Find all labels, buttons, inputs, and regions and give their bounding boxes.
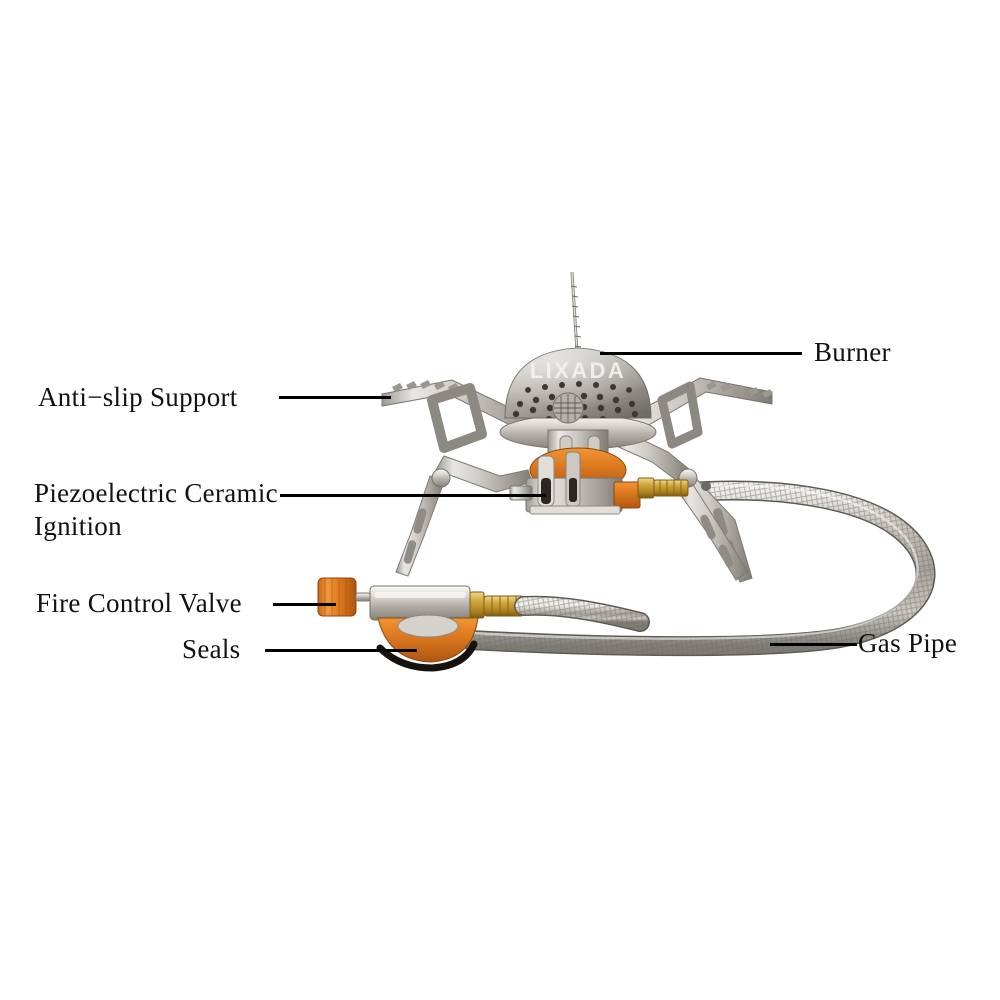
label-anti-slip-support: Anti−slip Support [38,382,238,412]
piezo-ignition-unit [509,447,641,515]
label-seals: Seals [182,634,241,664]
svg-text:LIXADA: LIXADA [530,358,626,383]
brass-fitting-stove [637,477,689,499]
label-fire-control-valve: Fire Control Valve [36,588,242,618]
stove-leg-right [675,468,749,581]
burner-head: LIXADA [504,271,652,424]
valve-knob [317,577,357,617]
seal-disc [376,614,479,672]
brass-fitting-valve [469,591,525,619]
label-piezoelectric-ceramic-ignition-line2: Ignition [34,511,122,541]
leader-line-seals [265,649,417,652]
leader-line-gas-pipe [770,643,857,646]
label-piezoelectric-ceramic-ignition-line1: Piezoelectric Ceramic [34,478,278,508]
leader-line-burner [600,352,802,355]
stove-leg-left [395,468,451,577]
label-burner: Burner [814,337,891,367]
label-gas-pipe: Gas Pipe [858,628,958,658]
fire-control-valve-assembly [317,577,650,672]
gas-hose [460,480,936,657]
leader-line-piezo [280,494,546,497]
leader-line-fire-valve [273,603,336,606]
leader-line-anti-slip [279,396,391,399]
